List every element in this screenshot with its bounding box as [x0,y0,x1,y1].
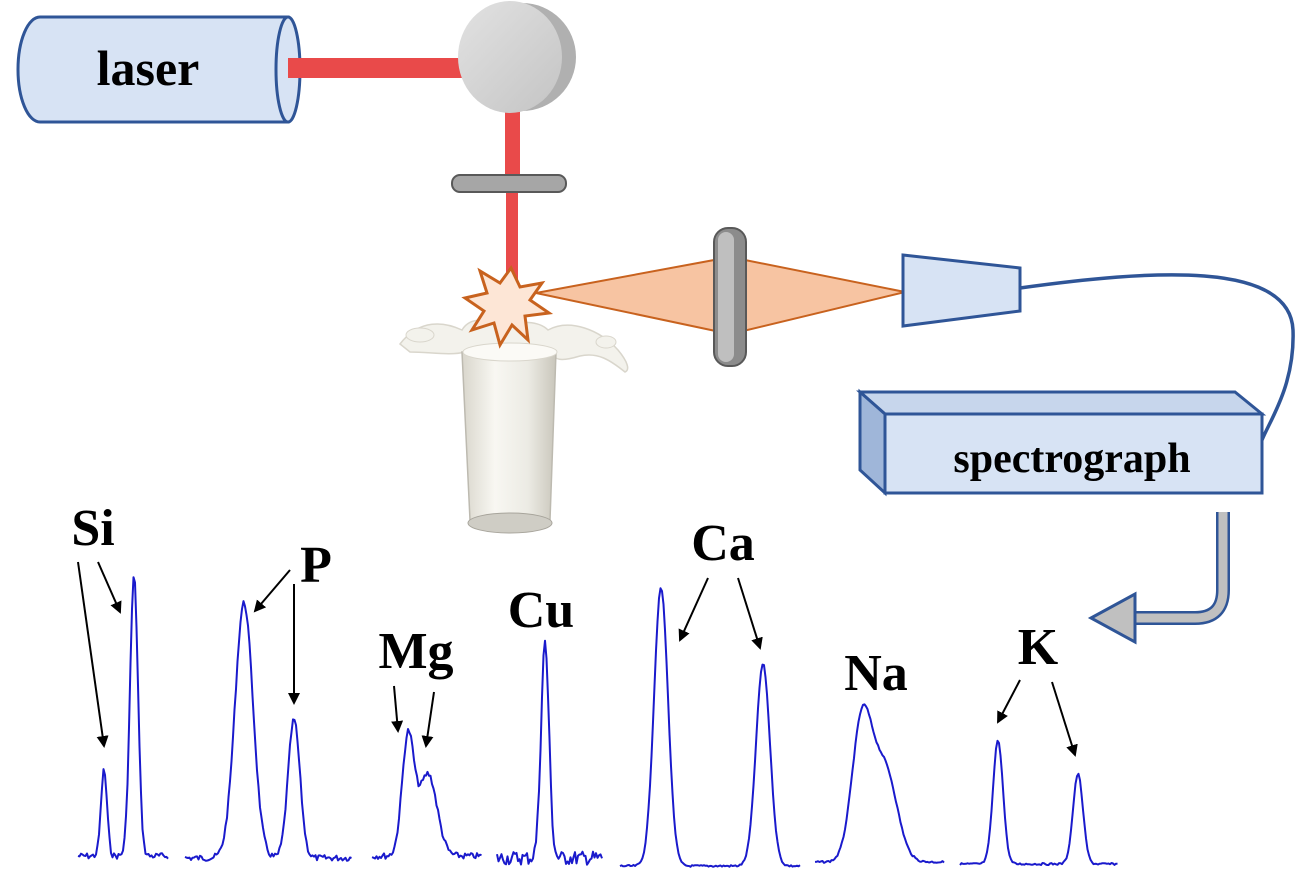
plasma-spark-icon [461,265,554,349]
spectrum-si [77,576,169,860]
emission-spectra [77,576,1118,868]
arrow-p-1 [253,569,291,613]
element-label-p: P [300,537,332,594]
arrow-si-1 [77,561,109,748]
arrow-ca-1 [678,577,709,642]
element-label-si: Si [71,500,114,557]
element-label-na: Na [844,645,908,702]
arrow-ca-2 [737,577,763,650]
spectrograph-label: spectrograph [953,436,1190,482]
peak-pointer-arrows [77,561,1078,757]
arrow-k-1 [997,679,1021,724]
element-label-mg: Mg [378,623,453,680]
spectrum-mg [371,728,482,860]
optical-fiber [1019,273,1295,441]
element-label-ca: Ca [691,515,755,572]
laser-icon [16,15,302,124]
arrow-si-2 [97,561,122,614]
element-label-k: K [1018,619,1059,676]
arrow-k-2 [1051,681,1078,757]
arrow-mg-1 [391,685,404,733]
spectrum-na [814,703,945,864]
spectrum-k [959,739,1118,866]
fiber-collector-icon [901,253,1022,328]
output-arrow-icon [1087,512,1230,645]
element-label-cu: Cu [508,582,574,639]
arrow-mg-2 [421,691,435,748]
spectrum-p [184,600,352,862]
mirror-icon [458,1,576,113]
collection-lens-icon [713,227,747,367]
focusing-lens-icon [451,174,567,193]
spectrograph-icon [856,388,1267,497]
laser-label: laser [97,40,200,96]
spectrum-cu [496,639,603,866]
spectrum-ca [619,587,801,868]
milk-glass-icon [398,319,629,534]
